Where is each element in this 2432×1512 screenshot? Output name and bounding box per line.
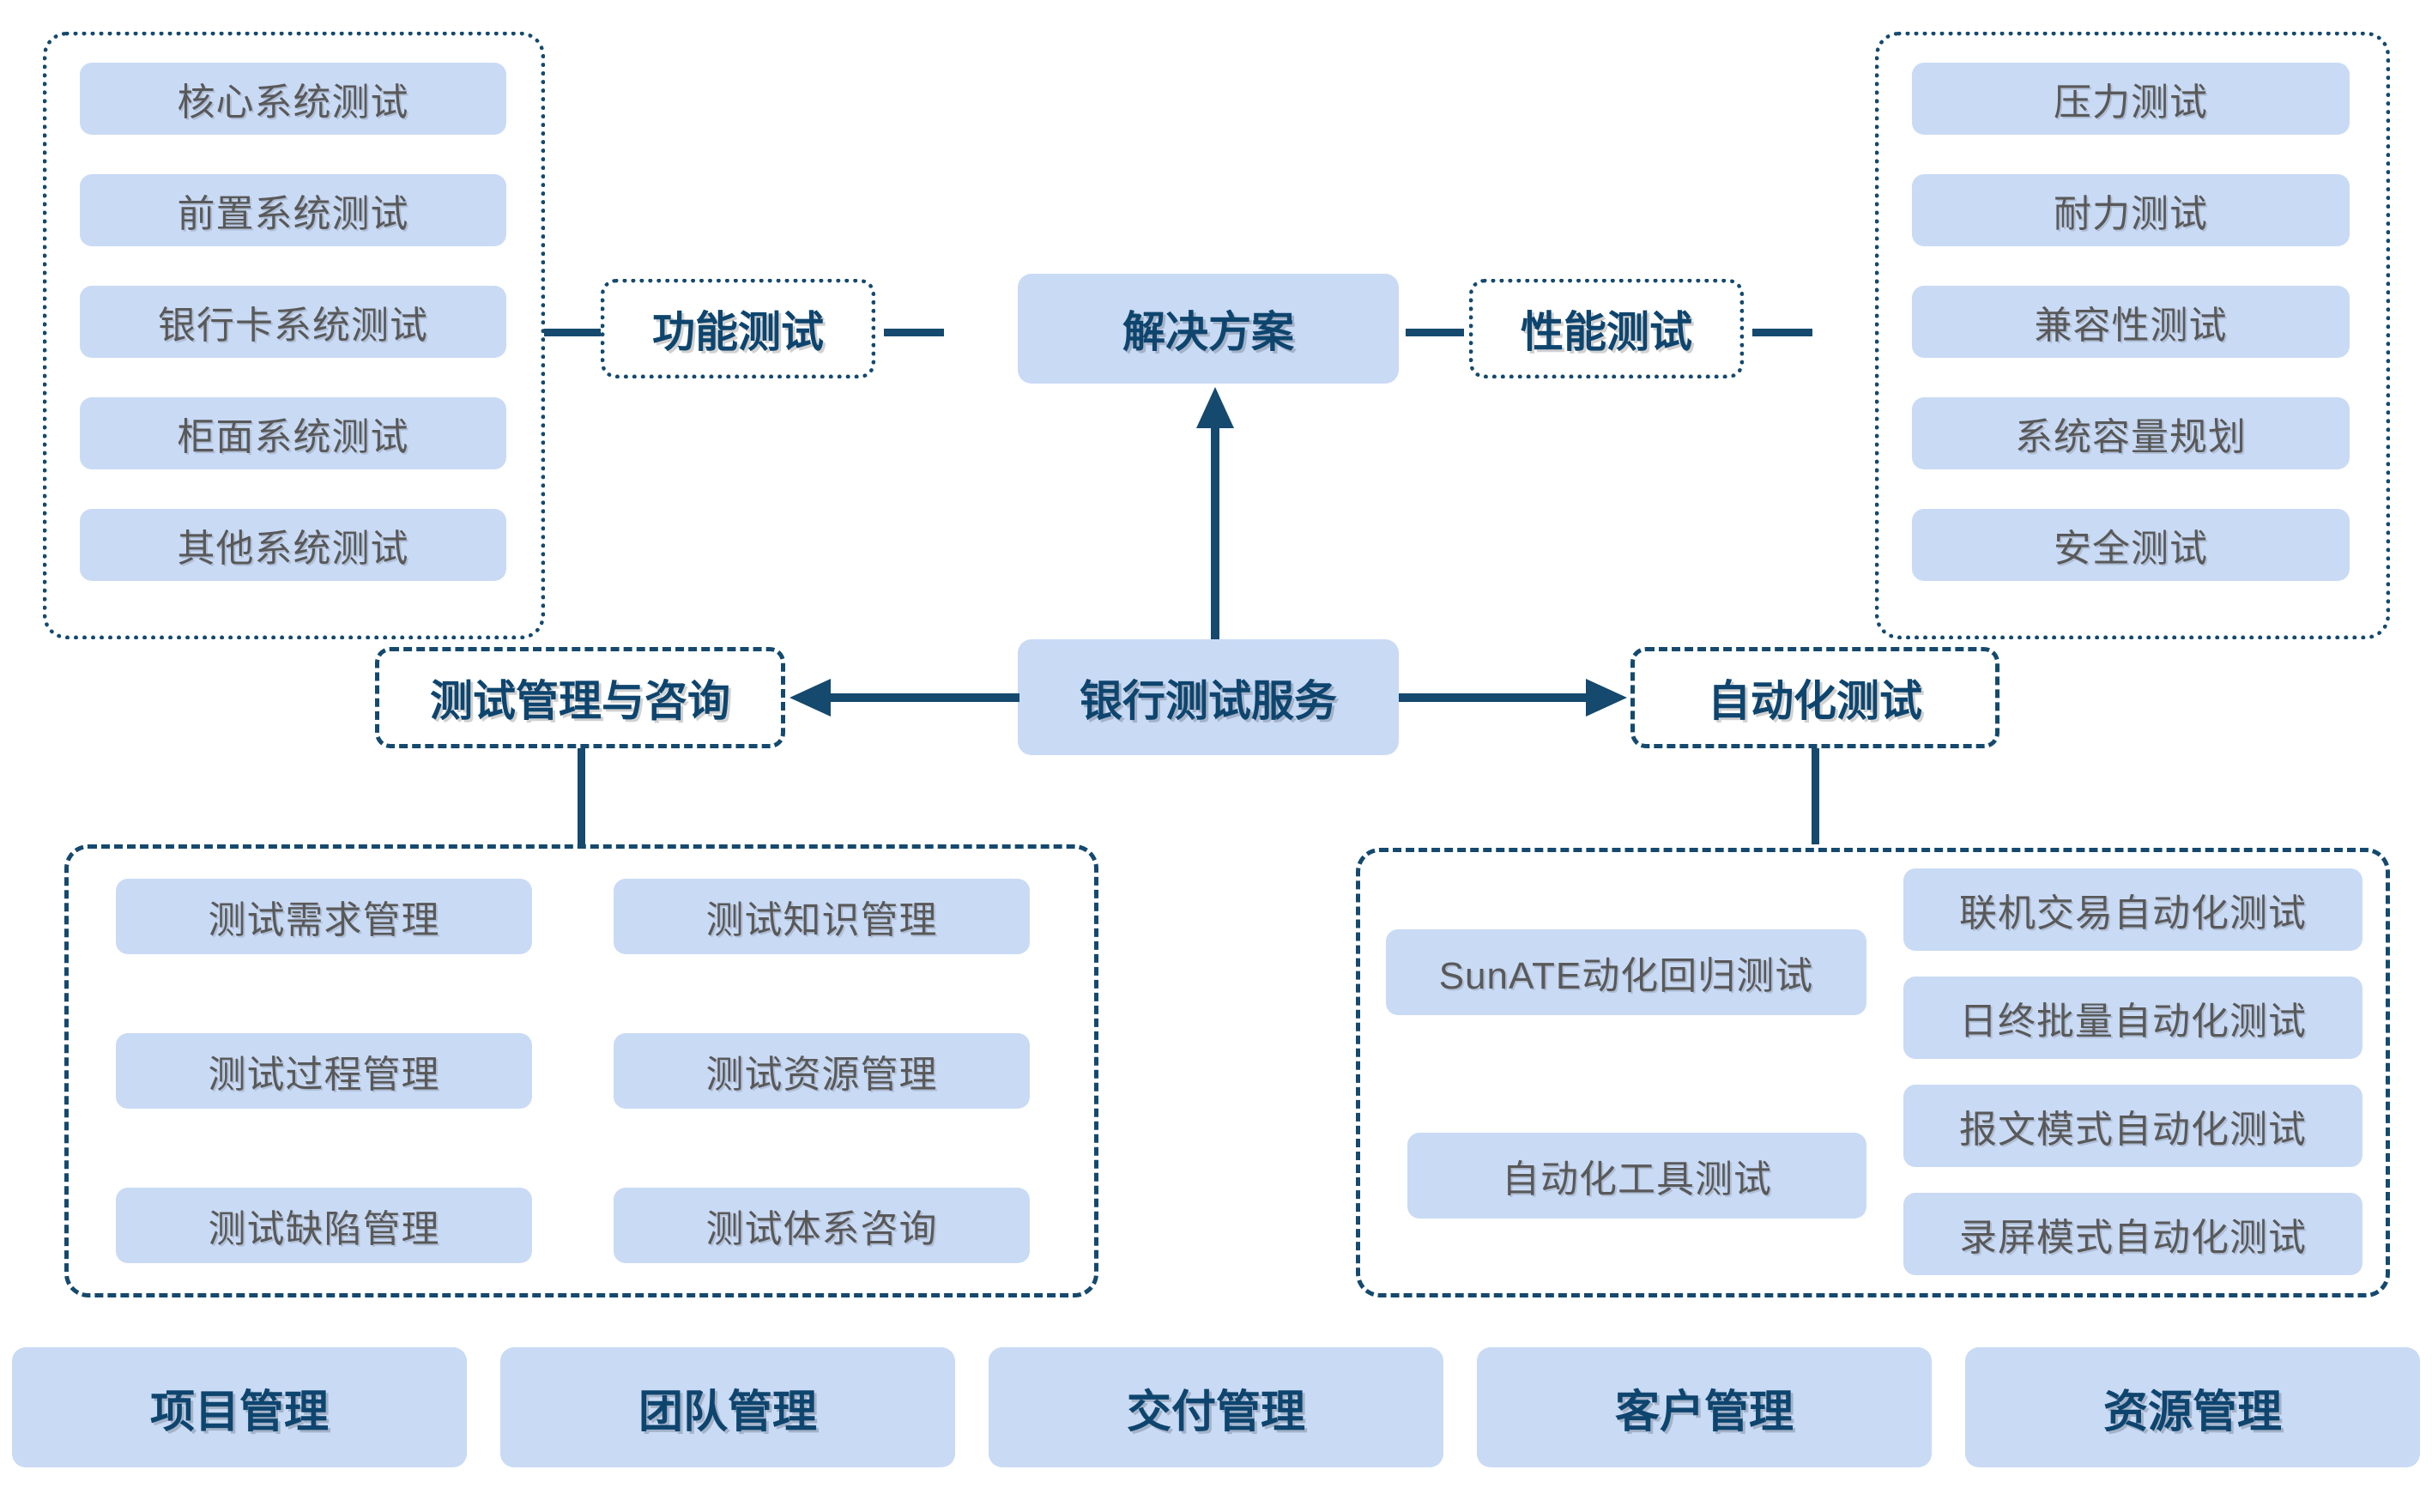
- connector-functional-group: [544, 329, 602, 336]
- arrow-root-to-automation: [1399, 679, 1627, 717]
- functional-item-3[interactable]: 柜面系统测试: [80, 397, 506, 469]
- connector-management-down: [578, 748, 585, 844]
- connector-automation-down: [1812, 748, 1819, 844]
- node-automation-test[interactable]: 自动化测试: [1630, 647, 1999, 748]
- performance-item-3[interactable]: 系统容量规划: [1912, 397, 2350, 469]
- automation-item-right-0[interactable]: 联机交易自动化测试: [1903, 868, 2362, 951]
- management-item-left-0[interactable]: 测试需求管理: [116, 879, 532, 954]
- automation-item-left-0[interactable]: SunATE动化回归测试: [1386, 929, 1866, 1015]
- functional-test-group: [43, 32, 545, 639]
- functional-item-0[interactable]: 核心系统测试: [80, 63, 506, 135]
- management-item-left-1[interactable]: 测试过程管理: [116, 1033, 532, 1109]
- functional-item-4[interactable]: 其他系统测试: [80, 509, 506, 581]
- connector-performance-group: [1752, 329, 1812, 336]
- management-item-right-0[interactable]: 测试知识管理: [614, 879, 1030, 954]
- connector-solution-performance: [1406, 329, 1464, 336]
- arrow-root-to-solution: [1196, 387, 1234, 639]
- bottom-bar-item-1[interactable]: 团队管理: [500, 1347, 955, 1467]
- test-management-group: [64, 844, 1098, 1297]
- performance-item-1[interactable]: 耐力测试: [1912, 174, 2350, 246]
- node-test-management-consulting[interactable]: 测试管理与咨询: [375, 647, 785, 748]
- functional-item-2[interactable]: 银行卡系统测试: [80, 286, 506, 358]
- functional-item-1[interactable]: 前置系统测试: [80, 174, 506, 246]
- automation-test-group: [1356, 848, 2390, 1297]
- automation-item-right-2[interactable]: 报文模式自动化测试: [1903, 1085, 2362, 1167]
- management-item-right-1[interactable]: 测试资源管理: [614, 1033, 1030, 1109]
- automation-item-left-1[interactable]: 自动化工具测试: [1407, 1133, 1866, 1219]
- bottom-bar-item-0[interactable]: 项目管理: [12, 1347, 467, 1467]
- performance-test-group: [1875, 32, 2390, 639]
- node-performance-test[interactable]: 性能测试: [1469, 279, 1744, 378]
- performance-item-2[interactable]: 兼容性测试: [1912, 286, 2350, 358]
- node-functional-test[interactable]: 功能测试: [601, 279, 875, 378]
- automation-item-right-3[interactable]: 录屏模式自动化测试: [1903, 1193, 2362, 1275]
- node-root-bank-testing-service[interactable]: 银行测试服务: [1018, 639, 1399, 755]
- connector-functional-solution: [884, 329, 944, 336]
- arrow-root-to-management: [789, 679, 1019, 717]
- bottom-bar-item-2[interactable]: 交付管理: [989, 1347, 1443, 1467]
- management-item-left-2[interactable]: 测试缺陷管理: [116, 1188, 532, 1263]
- bottom-bar-item-3[interactable]: 客户管理: [1477, 1347, 1932, 1467]
- management-item-right-2[interactable]: 测试体系咨询: [614, 1188, 1030, 1263]
- node-solution[interactable]: 解决方案: [1018, 274, 1399, 384]
- automation-item-right-1[interactable]: 日终批量自动化测试: [1903, 977, 2362, 1059]
- performance-item-4[interactable]: 安全测试: [1912, 509, 2350, 581]
- performance-item-0[interactable]: 压力测试: [1912, 63, 2350, 135]
- bottom-bar-item-4[interactable]: 资源管理: [1965, 1347, 2420, 1467]
